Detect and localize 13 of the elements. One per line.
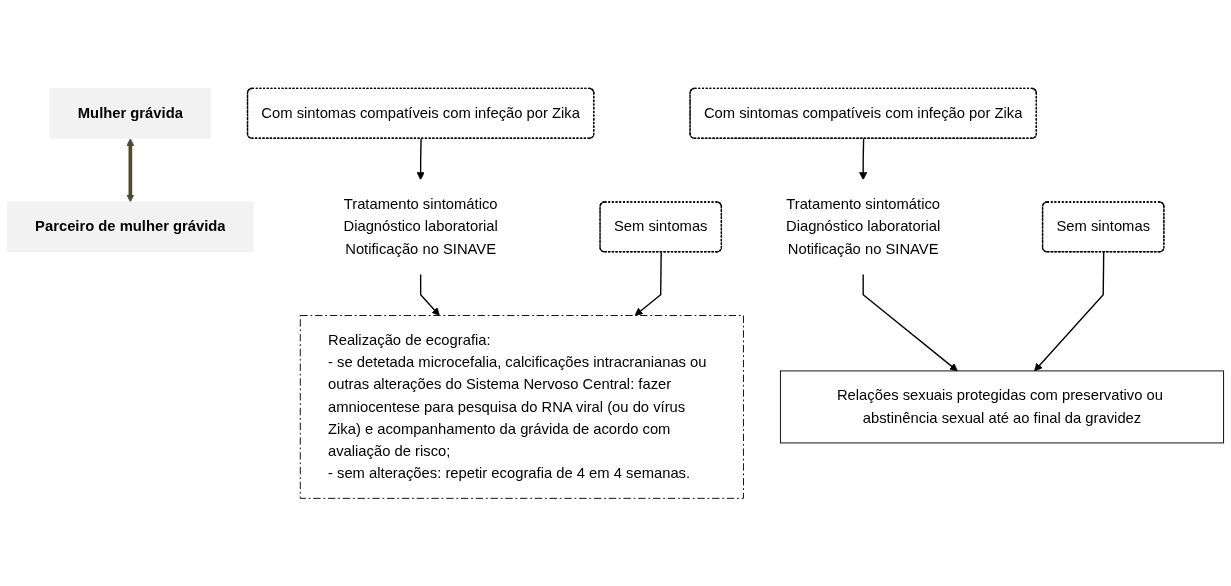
arrow [126, 137, 135, 202]
arrow [634, 251, 662, 316]
arrow [416, 137, 425, 180]
arrow [1034, 251, 1105, 371]
node-text: Tratamento sintomático Diagnóstico laboratorial Notificação no SINAVE [785, 196, 941, 257]
node-box: Mulher grávida [49, 87, 212, 139]
arrow [859, 137, 868, 180]
node-box: Parceiro de mulher grávida [6, 201, 254, 252]
arrow [862, 272, 958, 371]
node-text: Tratamento sintomático Diagnóstico laboratorial Notificação no SINAVE [343, 196, 498, 257]
arrow [419, 272, 440, 316]
node-box: Realização de ecografia: - se detetada microcefalia, calcificações intracranianas ou outras alterações do Sistema Nervoso Central: fazer amniocentese para pesquisa do RNA viral (ou do vírus Zika) e acompanhamento da grávida de acordo com avaliação de risco; - sem alterações: repetir ecografia de 4 em 4 semanas. [299, 314, 744, 499]
node-box: Relações sexuais protegidas com preservativo ou abstinência sexual até ao final da gravidez [779, 370, 1225, 444]
